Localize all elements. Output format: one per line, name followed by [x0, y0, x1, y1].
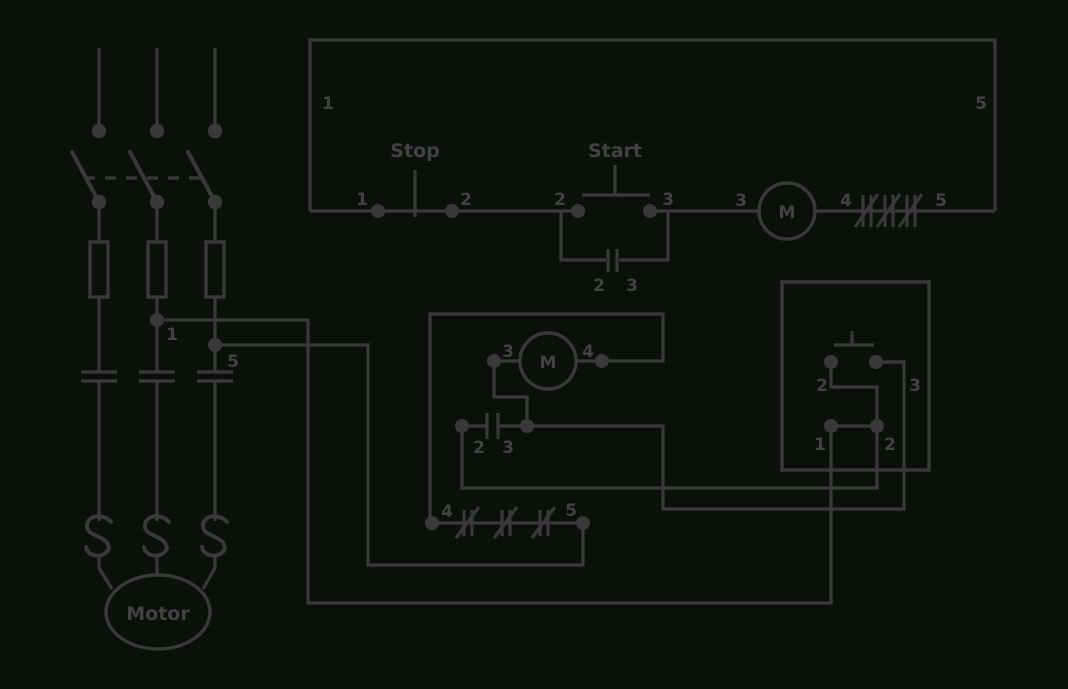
contact-to-heater-wires — [97, 381, 217, 521]
sealin-branch-wire — [559, 211, 670, 262]
tap-junction-dot — [150, 313, 164, 327]
station-start-terminal-3: 3 — [909, 376, 921, 396]
terminal-dot — [445, 204, 459, 218]
terminal-dot — [824, 355, 838, 369]
aux-terminal-3: 3 — [502, 438, 514, 458]
fuse-icon — [146, 240, 168, 299]
overload-contact-icon — [853, 193, 880, 228]
overload-contact-icon — [454, 506, 481, 539]
terminal-dot — [425, 516, 439, 530]
overload-heater-icon — [142, 514, 171, 558]
wire-5-number: 5 — [227, 352, 239, 372]
phase-lines — [97, 48, 217, 131]
terminal-dot — [371, 204, 385, 218]
terminal-dot — [207, 123, 223, 139]
overload-wire-5-number: 5 — [935, 191, 947, 211]
interconnect-wires: 1 5 — [150, 313, 833, 605]
terminal-dot — [824, 419, 838, 433]
terminal-dot — [149, 123, 165, 139]
overload-heater-icon — [84, 514, 113, 558]
coil-M-label: M — [540, 353, 557, 373]
overload-terminal-5: 5 — [565, 501, 577, 521]
overload-contact-icon — [897, 193, 924, 228]
overload-contact-icon — [875, 193, 902, 228]
tap-junction-dot — [208, 338, 222, 352]
fuse-icon — [88, 240, 110, 299]
overload-heater-icon — [200, 514, 229, 558]
station-stop-terminal-1: 1 — [814, 435, 826, 455]
terminal-dot — [643, 204, 657, 218]
station-stop-terminal-2: 2 — [884, 435, 896, 455]
start-terminal-3: 3 — [662, 190, 674, 210]
terminal-dot — [595, 354, 609, 368]
wire-4-loop — [428, 312, 665, 523]
terminal-dot — [149, 194, 165, 210]
wire-2-run — [460, 426, 879, 490]
coil-M-symbol — [757, 181, 817, 241]
no-contact-icon — [485, 413, 500, 439]
terminal-dot — [91, 123, 107, 139]
control-rails — [308, 38, 997, 211]
terminal-dot — [576, 516, 590, 530]
wire-1-run — [157, 318, 833, 605]
power-circuit: Motor — [70, 48, 233, 651]
control-schematic: Stop 1 2 Start 2 3 2 3 M 3 4 5 1 — [308, 38, 997, 296]
station-start-terminal-2: 2 — [816, 376, 828, 396]
wire-5-run — [215, 343, 585, 567]
fuse-to-contact-wires — [97, 297, 217, 372]
wire-3-coil-to-aux — [492, 361, 529, 426]
coil-terminal-4: 4 — [582, 342, 594, 362]
terminal-dot — [487, 354, 501, 368]
terminal-dot — [207, 194, 223, 210]
stop-terminal-2: 2 — [460, 190, 472, 210]
stop-button-label: Stop — [390, 140, 439, 162]
stop-terminal-1: 1 — [356, 190, 368, 210]
station-enclosure — [780, 280, 931, 472]
sealin-terminal-2: 2 — [593, 276, 605, 296]
fuse-icon — [204, 240, 226, 299]
motor-label: Motor — [126, 603, 190, 625]
main-contact-icon — [81, 370, 233, 383]
coil-M-label: M — [779, 203, 796, 223]
right-rail-number: 5 — [975, 94, 987, 114]
start-button-label: Start — [588, 140, 642, 162]
motor-symbol — [104, 573, 212, 651]
overload-contact-icon — [530, 506, 557, 539]
pushbutton-station: 2 3 1 2 — [780, 280, 931, 472]
sealin-terminal-3: 3 — [626, 276, 638, 296]
terminal-dot — [91, 194, 107, 210]
no-contact-icon — [606, 249, 619, 272]
station-jumper-wire — [829, 362, 879, 426]
aux-terminal-2: 2 — [473, 438, 485, 458]
terminal-dot — [571, 204, 585, 218]
heater-to-motor-wires — [97, 554, 217, 590]
overload-terminal-4: 4 — [441, 502, 453, 522]
start-terminal-2: 2 — [554, 190, 566, 210]
overload-contact-icon — [492, 506, 519, 539]
terminal-dot — [870, 419, 884, 433]
left-rail-number: 1 — [322, 94, 334, 114]
coil-wire-3-number: 3 — [735, 191, 747, 211]
no-pushbutton-start-icon — [834, 331, 874, 347]
wire-1-number: 1 — [166, 325, 178, 345]
coil-terminal-3: 3 — [502, 342, 514, 362]
no-pushbutton-start-icon — [582, 165, 650, 197]
terminal-dot — [869, 355, 883, 369]
coil-wire-4-number: 4 — [840, 191, 852, 211]
